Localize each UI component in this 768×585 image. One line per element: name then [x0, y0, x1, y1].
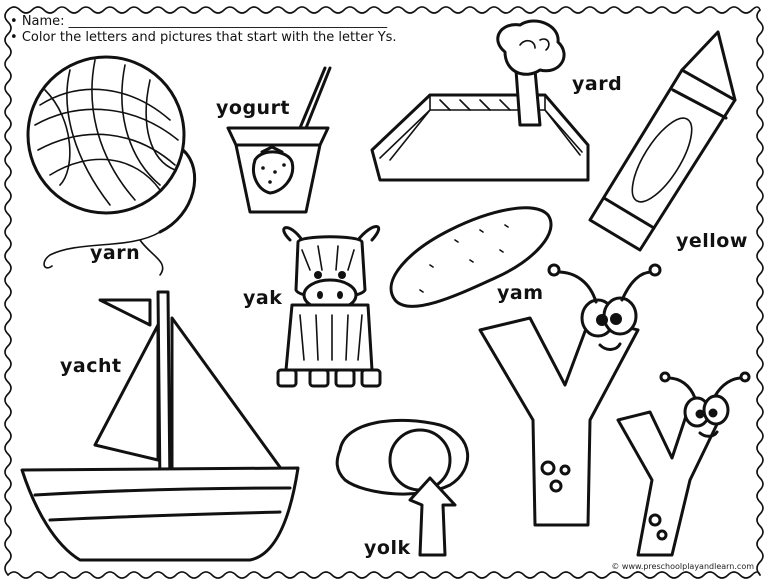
yacht-picture	[20, 290, 300, 562]
label-yam: yam	[497, 282, 544, 304]
copyright-text: © www.preschoolplayandlearn.com	[611, 562, 754, 571]
crayon-picture	[588, 30, 737, 252]
label-yogurt: yogurt	[216, 97, 291, 119]
name-field-label: Name: __________________________________…	[21, 14, 388, 29]
label-yarn: yarn	[90, 242, 141, 264]
yard-picture	[370, 19, 590, 182]
yak-picture	[276, 225, 382, 388]
yogurt-picture	[226, 66, 332, 214]
instruction-line: • Color the letters and pictures that st…	[10, 30, 397, 45]
label-yard: yard	[572, 73, 623, 95]
wavy-border	[4, 6, 764, 579]
yarn-picture	[26, 55, 197, 276]
name-line: • Name: ________________________________…	[10, 14, 388, 29]
instructions: • Name: ________________________________…	[10, 14, 397, 46]
yolk-picture	[335, 418, 470, 557]
label-yolk: yolk	[364, 537, 411, 559]
label-yacht: yacht	[60, 355, 122, 377]
label-yak: yak	[243, 287, 283, 309]
label-yellow: yellow	[676, 230, 748, 252]
yam-picture	[389, 206, 553, 308]
uppercase-y-character	[478, 263, 662, 527]
instruction-text: Color the letters and pictures that star…	[21, 30, 397, 45]
lowercase-y-character	[616, 371, 751, 557]
